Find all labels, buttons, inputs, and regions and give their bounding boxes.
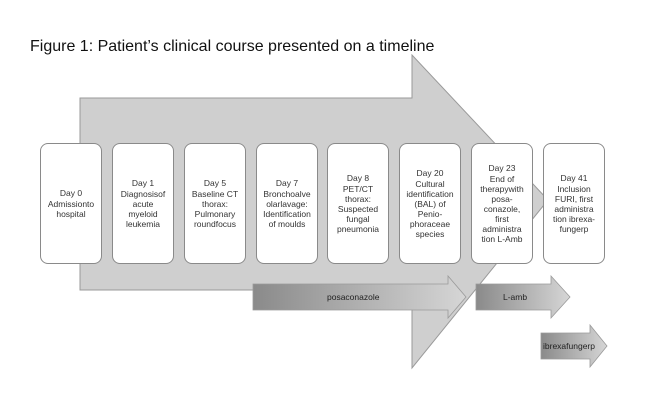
- event-description: Admissionto hospital: [47, 199, 95, 219]
- event-description: PET/CT thorax: Suspected fungal pneumoni…: [336, 184, 380, 234]
- event-description: Inclusion FURI, first administra tion ib…: [552, 184, 596, 234]
- posaconazole-bar: [252, 274, 467, 320]
- event-day: Day 8: [346, 173, 370, 183]
- event-day: Day 7: [275, 178, 299, 188]
- event-card-day-41: Day 41 Inclusion FURI, first administra …: [543, 143, 605, 264]
- posaconazole-label: posaconazole: [327, 292, 380, 302]
- l-amb-label: L-amb: [503, 292, 528, 302]
- event-card-day-0: Day 0 Admissionto hospital: [40, 143, 102, 264]
- event-description: Bronchoalve olarlavage: Identification o…: [263, 189, 311, 229]
- l-amb-bar: [475, 274, 571, 320]
- ibrexafungerp-label: ibrexafungerp: [543, 341, 595, 351]
- ibrexafungerp-bar: [540, 323, 608, 369]
- event-description: Diagnosisof acute myeloid leukemia: [120, 189, 166, 229]
- event-description: Baseline CT thorax: Pulmonary roundfocus: [191, 189, 239, 229]
- event-description: End of therapywith posa- conazole, first…: [480, 174, 524, 244]
- event-day: Day 0: [59, 188, 83, 198]
- event-card-day-23: Day 23 End of therapywith posa- conazole…: [471, 143, 533, 264]
- event-card-day-1: Day 1 Diagnosisof acute myeloid leukemia: [112, 143, 174, 264]
- event-card-day-5: Day 5 Baseline CT thorax: Pulmonary roun…: [184, 143, 246, 264]
- event-day: Day 1: [131, 178, 155, 188]
- event-day: Day 20: [416, 168, 444, 178]
- event-card-day-8: Day 8 PET/CT thorax: Suspected fungal pn…: [327, 143, 389, 264]
- figure-title: Figure 1: Patient’s clinical course pres…: [30, 38, 435, 55]
- event-day: Day 23: [488, 163, 516, 173]
- event-day: Day 41: [560, 173, 588, 183]
- event-description: Cultural identification (BAL) of Penio- …: [406, 179, 454, 239]
- event-card-day-20: Day 20 Cultural identification (BAL) of …: [399, 143, 461, 264]
- event-card-day-7: Day 7 Bronchoalve olarlavage: Identifica…: [256, 143, 318, 264]
- event-day: Day 5: [203, 178, 227, 188]
